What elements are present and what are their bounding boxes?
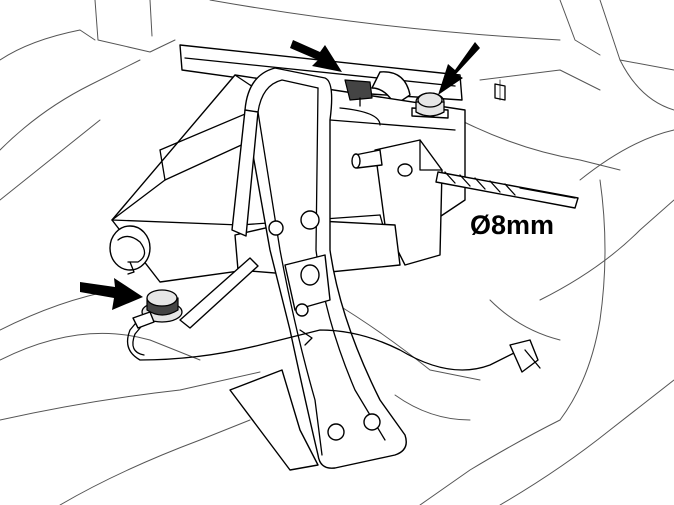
drill-bit <box>435 171 579 209</box>
pointer-arrow-top-right <box>438 42 480 95</box>
pointer-arrow-lower-left <box>80 278 143 310</box>
upper-crossmember <box>179 44 463 106</box>
pedal-arm <box>229 67 407 471</box>
bolt-top-right <box>411 92 449 119</box>
bolt-top-center <box>344 79 373 107</box>
drill-size-label: Ø8mm <box>470 210 555 240</box>
connecting-rod <box>179 257 259 329</box>
wiring-harness <box>126 311 541 373</box>
pointer-arrow-top-center <box>290 40 342 72</box>
